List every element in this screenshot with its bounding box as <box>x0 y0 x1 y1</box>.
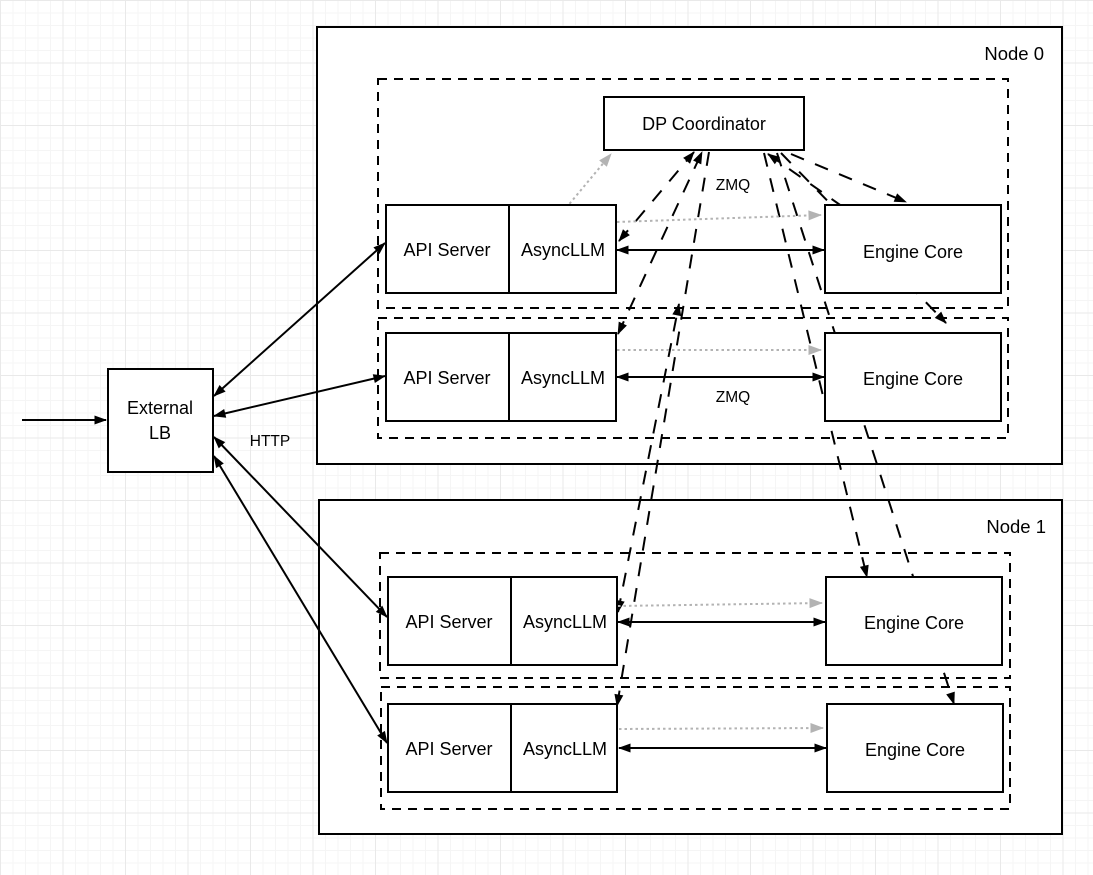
dp-coordinator: DP Coordinator <box>603 96 805 151</box>
dashed-arrow-dp-to-engine-n0r1 <box>790 153 907 203</box>
asyncllm-label: AsyncLLM <box>523 739 607 759</box>
dashed-arrow-dp-to-engine-n0r2 <box>780 152 947 324</box>
engine-core-n1r2: Engine Core <box>826 703 1004 793</box>
engine-core-label: Engine Core <box>865 740 965 760</box>
arrow-lb-api-n1r2 <box>213 455 388 744</box>
edge-labels: ZMQ ZMQ HTTP <box>250 172 757 450</box>
zmq-top-label-bg <box>709 172 757 196</box>
api-asyncllm-box <box>387 576 618 666</box>
node1-group2-dashed-box <box>380 686 1011 810</box>
solid-links <box>22 242 827 753</box>
node1-label: Node 1 <box>986 516 1046 537</box>
dashed-arrow-dp-to-engine-n1r1 <box>763 152 869 578</box>
external-lb-label-line1: External <box>127 398 193 418</box>
api-server-label: API Server <box>405 612 492 632</box>
dp-coordinator-box <box>603 96 805 151</box>
dotted-arrow-asyncllm-engine-n0r1 <box>616 210 822 223</box>
api-asyncllm-n0r1: API Server AsyncLLM <box>385 204 617 294</box>
zmq-coordinator-label: ZMQ <box>716 177 750 194</box>
gray-dotted-links <box>565 153 824 734</box>
node0-label: Node 0 <box>984 43 1044 64</box>
arrow-lb-api-n0r1 <box>213 242 386 397</box>
external-lb-label-line2: LB <box>149 423 171 443</box>
api-server-label: API Server <box>405 739 492 759</box>
api-server-label: API Server <box>403 368 490 388</box>
api-server-label: API Server <box>403 240 490 260</box>
api-asyncllm-box <box>387 703 618 793</box>
http-label: HTTP <box>250 433 290 450</box>
arrow-lb-api-n0r2 <box>213 374 386 418</box>
engine-core-box <box>824 204 1002 294</box>
api-asyncllm-box <box>385 332 617 422</box>
engine-core-n1r1: Engine Core <box>825 576 1003 666</box>
api-asyncllm-n1r2: API Server AsyncLLM <box>387 703 618 793</box>
dotted-arrow-asyncllm-engine-n1r1 <box>617 598 823 609</box>
engine-core-box <box>826 703 1004 793</box>
engine-core-label: Engine Core <box>863 242 963 262</box>
engine-core-box <box>825 576 1003 666</box>
zmq-engine-label: ZMQ <box>716 389 750 406</box>
api-asyncllm-n0r2: API Server AsyncLLM <box>385 332 617 422</box>
engine-core-n0r2: Engine Core <box>824 332 1002 422</box>
asyncllm-label: AsyncLLM <box>521 240 605 260</box>
engine-core-label: Engine Core <box>863 369 963 389</box>
asyncllm-label: AsyncLLM <box>523 612 607 632</box>
external-lb: External LB <box>107 368 214 473</box>
external-lb-box <box>107 368 214 473</box>
dotted-arrow-asyncllm-n0r1-to-dp <box>565 153 612 209</box>
dashed-arrow-dp-to-engine-n1r2 <box>776 152 955 705</box>
engine-core-box <box>824 332 1002 422</box>
engine-core-label: Engine Core <box>864 613 964 633</box>
dashed-arrow-dp-asyncllm-n1r1 <box>615 303 682 613</box>
dp-coordinator-label: DP Coordinator <box>642 114 766 134</box>
api-asyncllm-box <box>385 204 617 294</box>
api-asyncllm-n1r1: API Server AsyncLLM <box>387 576 618 666</box>
coordinator-links <box>614 151 955 707</box>
dotted-arrow-asyncllm-engine-n1r2 <box>618 723 824 734</box>
engine-core-n0r1: Engine Core <box>824 204 1002 294</box>
asyncllm-label: AsyncLLM <box>521 368 605 388</box>
